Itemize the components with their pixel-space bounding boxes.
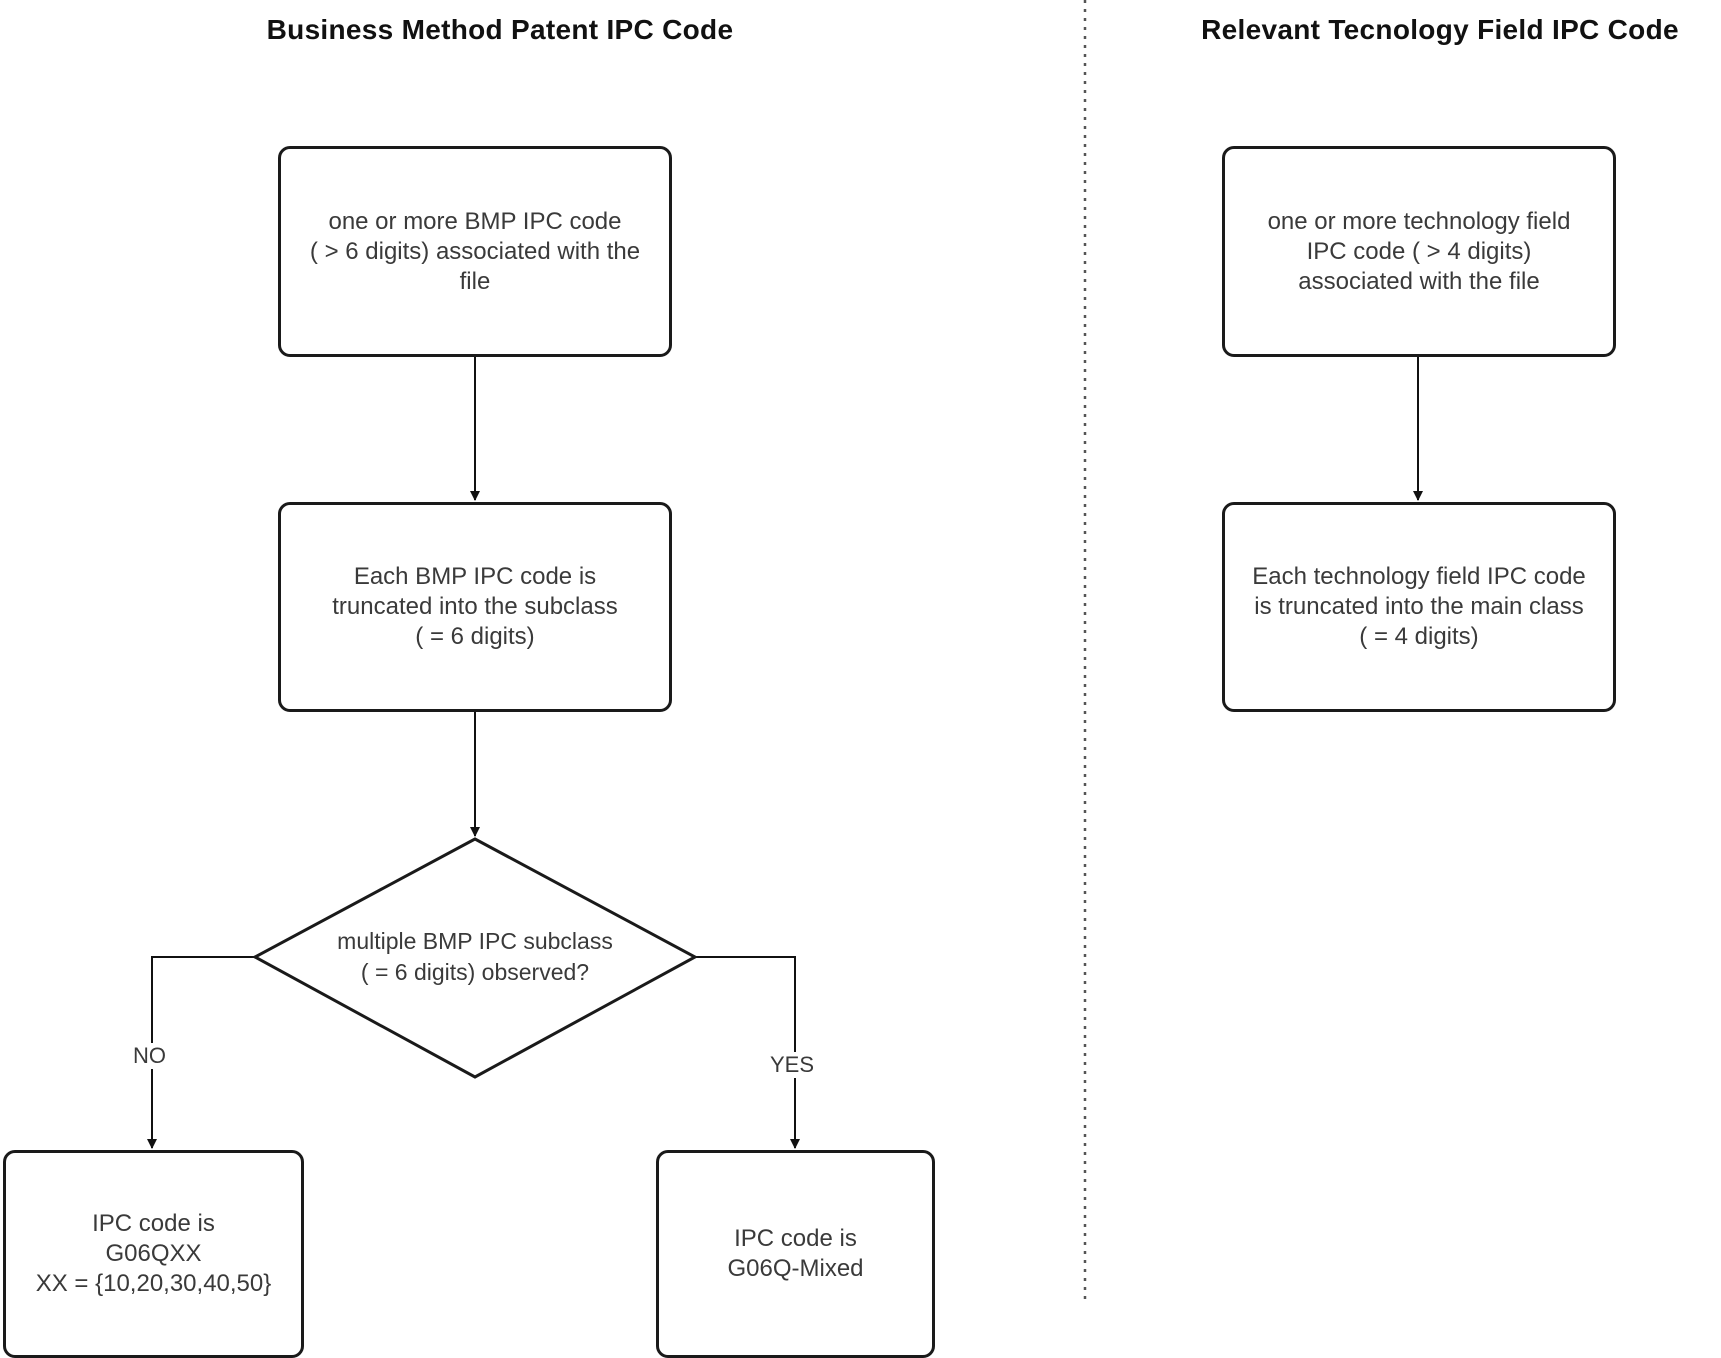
- edge-decision-no: [147, 956, 255, 1149]
- node-line: G06Q-Mixed: [727, 1255, 864, 1282]
- bmp-ipc-start-box: one or more BMP IPC code ( > 6 digits) a…: [278, 146, 672, 357]
- tech-field-truncate-box: Each technology field IPC code is trunca…: [1222, 502, 1616, 712]
- node-line: truncated into the subclass: [332, 593, 618, 620]
- node-line: ( > 6 digits) associated with the: [309, 237, 641, 265]
- g06q-mixed-result-box: IPC code is G06Q-Mixed: [656, 1150, 935, 1358]
- node-line: IPC code is: [92, 1210, 215, 1237]
- no-label: NO: [129, 1043, 170, 1069]
- node-line: G06QXX: [105, 1240, 202, 1267]
- node-line: one or more technology field: [1267, 207, 1571, 235]
- node-line: multiple BMP IPC subclass: [337, 928, 613, 954]
- node-line: associated with the file: [1298, 267, 1540, 295]
- bmp-truncate-box: Each BMP IPC code is truncated into the …: [278, 502, 672, 712]
- decision-diamond: [251, 837, 699, 1079]
- yes-label: YES: [766, 1052, 819, 1078]
- node-line: is truncated into the main class: [1254, 593, 1584, 620]
- g06qxx-result-box: IPC code is G06QXX XX = {10,20,30,40,50}: [3, 1150, 304, 1358]
- node-line: one or more BMP IPC code: [328, 207, 622, 235]
- node-line: XX = {10,20,30,40,50}: [35, 1270, 272, 1297]
- technology-field-title: Relevant Tecnology Field IPC Code: [1201, 14, 1679, 45]
- node-line: IPC code ( > 4 digits): [1306, 237, 1532, 265]
- node-line: Each technology field IPC code: [1252, 563, 1586, 590]
- node-line: ( = 6 digits): [415, 623, 535, 650]
- business-method-title: Business Method Patent IPC Code: [266, 14, 734, 45]
- node-line: ( = 6 digits) observed?: [360, 959, 590, 985]
- node-line: IPC code is: [734, 1225, 857, 1252]
- decision-text: multiple BMP IPC subclass ( = 6 digits) …: [295, 926, 655, 988]
- node-line: ( = 4 digits): [1359, 623, 1479, 650]
- node-line: Each BMP IPC code is: [353, 563, 597, 590]
- node-line: file: [459, 267, 491, 295]
- edge-decision-yes: [695, 956, 800, 1149]
- tech-field-start-box: one or more technology field IPC code ( …: [1222, 146, 1616, 357]
